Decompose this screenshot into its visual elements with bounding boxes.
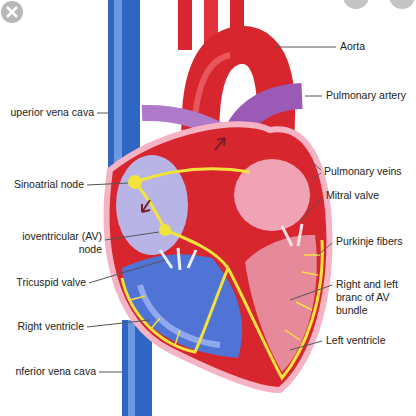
leader-line	[99, 372, 122, 373]
ui-icon	[343, 0, 369, 9]
mitral-valve	[282, 224, 302, 246]
close-icon-cross	[7, 7, 17, 17]
leader-line	[305, 96, 322, 97]
left-bundle-branch	[228, 240, 322, 378]
close-icon	[1, 1, 23, 23]
part-label: Pulmonary artery	[326, 89, 414, 102]
leader-line	[290, 341, 322, 350]
purkinje-fibers	[130, 255, 320, 345]
tricuspid-valve	[160, 248, 196, 270]
part-label: ioventricular (AV) node	[2, 230, 102, 256]
part-label: Sinoatrial node	[2, 178, 84, 191]
part-label: Right ventricle	[2, 320, 84, 333]
sa-node	[128, 175, 142, 189]
av-node	[159, 224, 171, 236]
heart-outline	[107, 124, 330, 390]
interatrial-pathway	[135, 169, 250, 182]
vena-cava-highlight	[128, 320, 135, 416]
ui-icon	[389, 0, 415, 9]
leader-line	[318, 243, 332, 255]
leader-line	[89, 260, 165, 283]
part-label: nferior vena cava	[2, 365, 96, 378]
leader-line	[275, 47, 336, 48]
leader-line	[97, 113, 108, 114]
part-label: Aorta	[340, 40, 410, 53]
av-bundle	[165, 230, 228, 268]
right-ventricle-chamber	[122, 254, 242, 358]
leader-line	[312, 173, 321, 180]
flow-arrow	[142, 200, 150, 212]
part-label: Mitral valve	[326, 189, 414, 202]
leader-lines	[87, 47, 336, 372]
leader-line	[312, 162, 321, 170]
leader-line	[87, 183, 128, 185]
right-bundle-branch	[122, 268, 228, 352]
leader-line	[105, 232, 159, 240]
purkinje-fiber	[130, 296, 180, 345]
part-label: Tricuspid valve	[2, 276, 86, 289]
conduction-system	[122, 169, 322, 378]
leader-line	[290, 285, 332, 300]
part-label: Left ventricle	[326, 334, 412, 347]
purkinje-fiber	[285, 255, 320, 340]
part-label: uperior vena cava	[2, 106, 94, 119]
flow-arrow	[215, 138, 225, 150]
part-label: Purkinje fibers	[336, 235, 414, 248]
part-label: Right and left branc of AV bundle	[336, 278, 414, 317]
part-label: Pulmonary veins	[324, 165, 414, 178]
chamber-highlight	[140, 285, 220, 345]
internodal-pathway	[135, 182, 165, 230]
leader-line	[300, 197, 322, 222]
aortic-branch	[178, 0, 192, 50]
leader-line	[87, 320, 150, 327]
